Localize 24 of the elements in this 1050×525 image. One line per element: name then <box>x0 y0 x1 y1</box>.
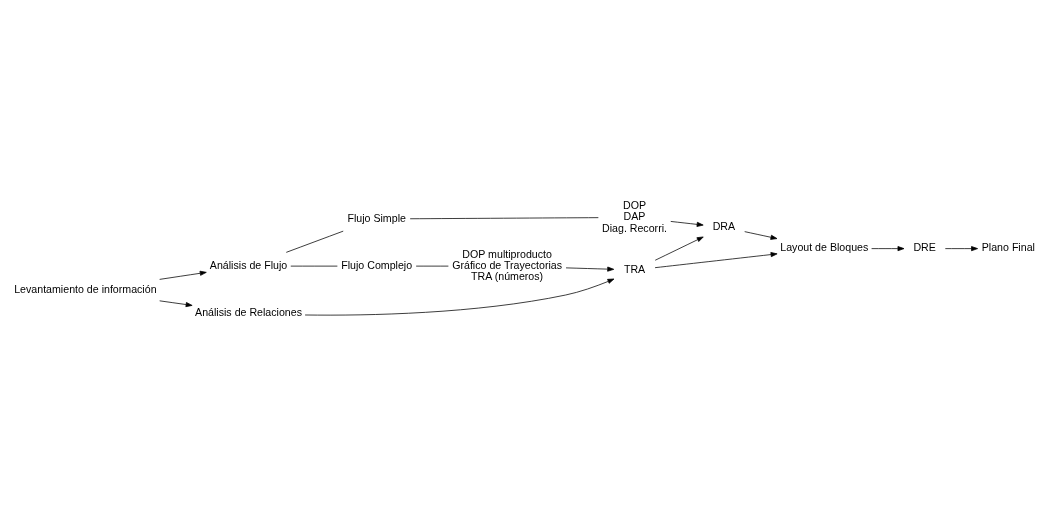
arrow <box>565 266 615 272</box>
node-text: DRE <box>913 241 936 254</box>
node-text: Análisis de Relaciones <box>195 306 302 319</box>
connector <box>285 230 344 253</box>
node-text: Análisis de Flujo <box>209 258 288 271</box>
node-text: TRA <box>623 262 646 275</box>
arrow <box>654 252 778 269</box>
node-text: DRA <box>712 220 736 233</box>
arrow <box>159 270 207 280</box>
arrow <box>944 246 978 252</box>
node-text: DOP DAP Diag. Recorri. <box>602 198 667 234</box>
arrow <box>871 246 905 252</box>
node-text: Layout de Bloques <box>780 241 869 254</box>
node-text: Levantamiento de información <box>14 283 157 296</box>
node-text: Plano Final <box>981 241 1035 254</box>
arrow <box>654 236 704 261</box>
arrow <box>159 300 193 308</box>
arrow <box>670 221 704 227</box>
arrow <box>744 231 778 240</box>
arrow <box>304 278 615 316</box>
node-text: Flujo Simple <box>347 211 406 224</box>
node-text: Flujo Complejo <box>341 258 413 271</box>
node-text: DOP multiproducto Gráfico de Trayectorias TRA (números) <box>452 247 563 283</box>
connector <box>409 217 599 220</box>
